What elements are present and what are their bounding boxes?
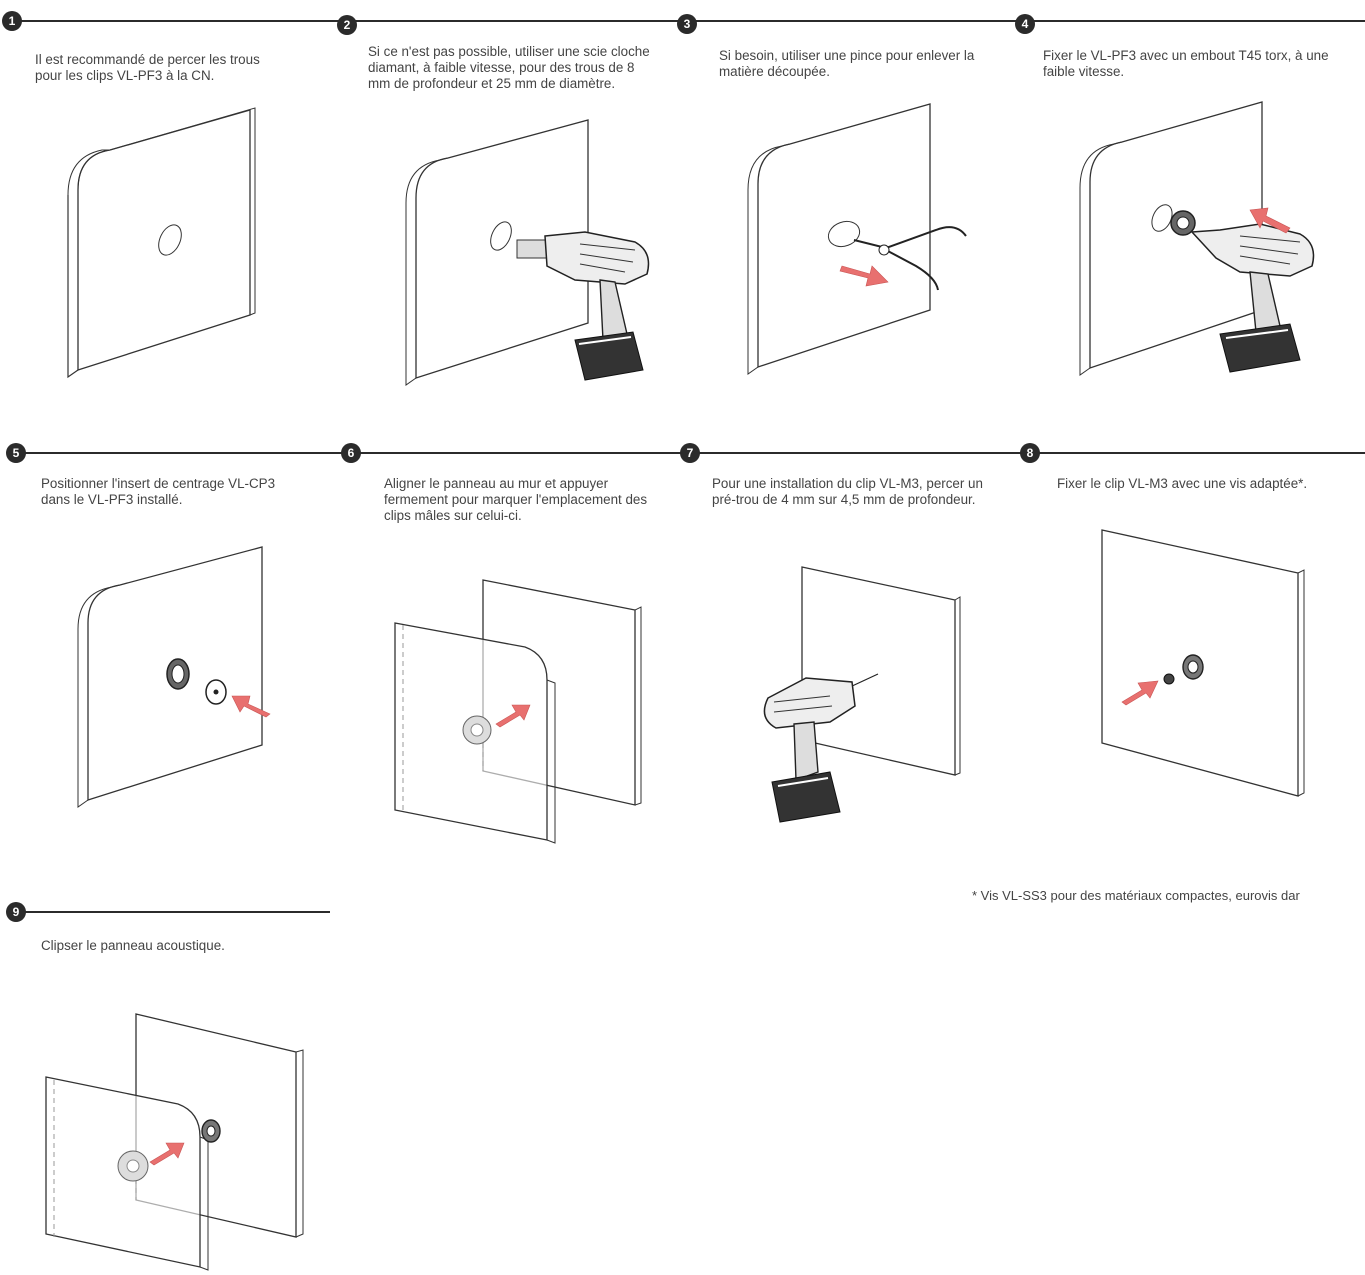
step-3-badge: 3 bbox=[677, 14, 697, 34]
step-3-rule bbox=[690, 20, 1030, 22]
step-4-text: Fixer le VL-PF3 avec un embout T45 torx,… bbox=[1043, 48, 1343, 80]
clip-icon bbox=[200, 1118, 222, 1144]
step-3-text: Si besoin, utiliser une pince pour enlev… bbox=[719, 48, 1009, 80]
push-arrow-icon bbox=[1120, 676, 1160, 706]
screw-icon bbox=[1162, 672, 1176, 686]
step-9-text: Clipser le panneau acoustique. bbox=[41, 938, 321, 954]
push-arrow-icon bbox=[840, 258, 890, 288]
clip-icon bbox=[203, 678, 229, 706]
step-1-text: Il est recommandé de percer les trous po… bbox=[35, 52, 270, 84]
panel-icon bbox=[60, 105, 270, 380]
drill-icon bbox=[515, 222, 655, 387]
step-7-badge: 7 bbox=[680, 443, 700, 463]
step-5-rule bbox=[12, 452, 347, 454]
step-1-rule bbox=[12, 20, 342, 22]
step-6-badge: 6 bbox=[341, 443, 361, 463]
step-2-text: Si ce n'est pas possible, utiliser une s… bbox=[368, 44, 653, 92]
step-8-badge: 8 bbox=[1020, 443, 1040, 463]
step-7-text: Pour une installation du clip VL-M3, per… bbox=[712, 476, 1002, 508]
step-7-rule bbox=[690, 452, 1025, 454]
clip-icon bbox=[164, 656, 192, 692]
step-6-text: Aligner le panneau au mur et appuyer fer… bbox=[384, 476, 669, 524]
drill-icon bbox=[760, 672, 885, 827]
step-5-text: Positionner l'insert de centrage VL-CP3 … bbox=[41, 476, 306, 508]
step-8-text: Fixer le clip VL-M3 avec une vis adaptée… bbox=[1057, 476, 1357, 492]
step-9-rule bbox=[12, 911, 330, 913]
push-arrow-icon bbox=[232, 690, 272, 718]
step-4-rule bbox=[1030, 20, 1365, 22]
step-1-badge: 1 bbox=[2, 11, 22, 31]
step-9-badge: 9 bbox=[6, 902, 26, 922]
step-2-badge: 2 bbox=[337, 15, 357, 35]
step-8-rule bbox=[1030, 452, 1365, 454]
step-6-rule bbox=[350, 452, 685, 454]
push-arrow-icon bbox=[148, 1138, 186, 1166]
push-arrow-icon bbox=[1250, 202, 1292, 234]
clip-icon bbox=[1180, 652, 1206, 682]
step-4-badge: 4 bbox=[1015, 14, 1035, 34]
drill-icon bbox=[1190, 218, 1320, 378]
footnote: * Vis VL-SS3 pour des matériaux compacte… bbox=[972, 888, 1300, 903]
push-arrow-icon bbox=[494, 700, 532, 728]
step-2-rule bbox=[350, 20, 680, 22]
step-5-badge: 5 bbox=[6, 443, 26, 463]
